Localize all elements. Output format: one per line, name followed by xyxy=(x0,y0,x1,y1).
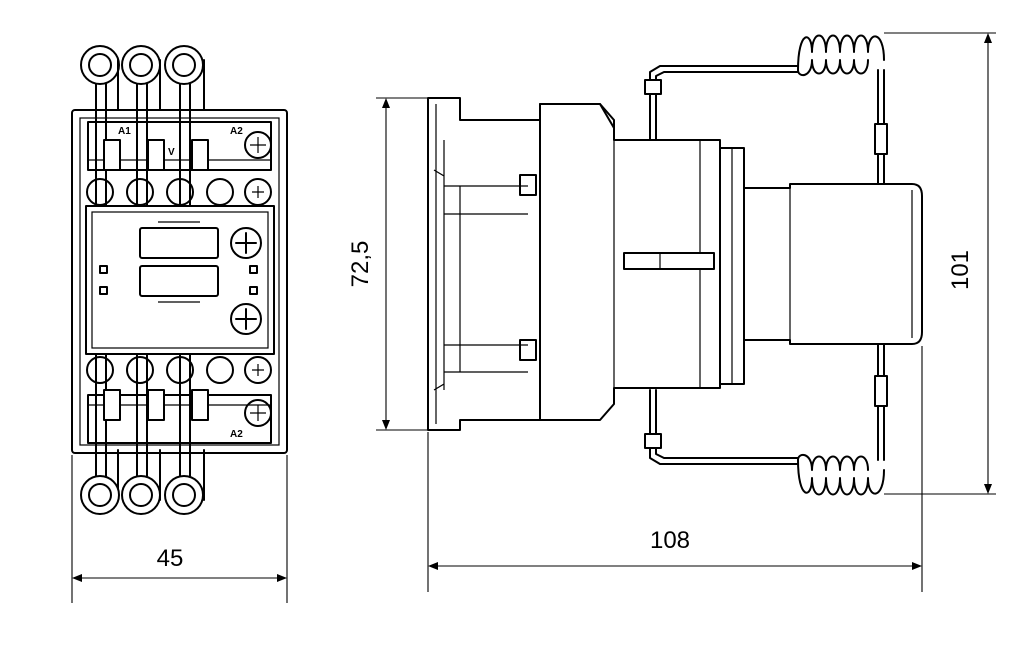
crimp-sleeve xyxy=(874,375,888,407)
crimp-sleeve xyxy=(644,433,662,449)
crimp-sleeve xyxy=(644,79,662,95)
crimp-sleeve xyxy=(147,389,165,421)
crimp-sleeve xyxy=(191,389,209,421)
side-view: 72,5 108 101 xyxy=(347,32,996,592)
crimp-sleeve xyxy=(874,123,888,155)
screw-icon xyxy=(126,356,154,384)
terminal-label-a2-top: A2 xyxy=(230,126,243,137)
terminal-label-a2-bottom: A2 xyxy=(230,429,243,440)
height-dimension: 72,5 xyxy=(347,97,428,431)
top-resistor-coils xyxy=(80,45,209,206)
screw-icon xyxy=(244,399,272,427)
screw-icon xyxy=(230,303,262,335)
crimp-sleeve xyxy=(103,139,121,171)
screw-icon xyxy=(206,356,234,384)
cover-screw-bottom xyxy=(230,303,262,335)
coil-loop-icon xyxy=(80,45,120,85)
top-damping-coil xyxy=(797,34,885,77)
coil-loop-icon xyxy=(164,45,204,85)
cover-screw-top xyxy=(230,227,262,259)
contact-slot xyxy=(623,252,715,270)
indicator-window xyxy=(139,265,219,297)
total-height-dimension: 101 xyxy=(884,32,996,495)
crimp-sleeve xyxy=(103,389,121,421)
width-dimension-label: 45 xyxy=(157,545,184,572)
height-dimension-label: 72,5 xyxy=(347,241,374,288)
screw-icon xyxy=(244,131,272,159)
total-height-dimension-label: 101 xyxy=(947,250,974,290)
crimp-sleeve xyxy=(191,139,209,171)
resistor-wire-frame xyxy=(644,65,888,465)
coil-loop-icon xyxy=(121,475,161,515)
depth-dimension: 108 xyxy=(427,346,923,592)
screw-icon xyxy=(230,227,262,259)
front-view: A1 A2 V A2 45 xyxy=(71,45,288,603)
screw-icon xyxy=(86,356,114,384)
voltage-label: V xyxy=(168,147,175,158)
coil-loop-icon xyxy=(164,475,204,515)
width-dimension: 45 xyxy=(71,455,288,603)
screw-icon xyxy=(206,178,234,206)
terminal-label-a1: A1 xyxy=(118,126,131,137)
screw-icon xyxy=(126,178,154,206)
screw-icon xyxy=(244,356,272,384)
depth-dimension-label: 108 xyxy=(650,527,690,554)
coil-loop-icon xyxy=(80,475,120,515)
bottom-damping-coil xyxy=(797,453,885,496)
coil-loop-icon xyxy=(121,45,161,85)
crimp-sleeve xyxy=(147,139,165,171)
screw-icon xyxy=(86,178,114,206)
bottom-resistor-coils xyxy=(80,354,209,515)
capacitor-module-housing xyxy=(743,183,923,345)
indicator-window xyxy=(139,227,219,259)
